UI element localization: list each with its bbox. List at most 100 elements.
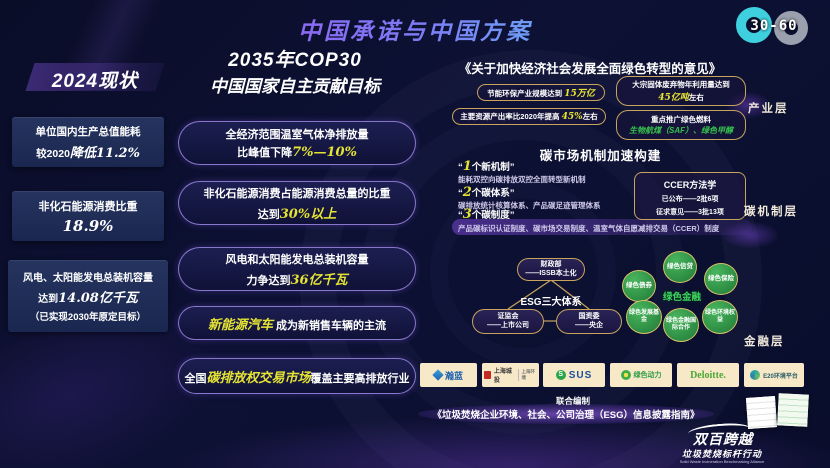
green-finance-circle-fund: 绿色发展基金: [626, 300, 662, 334]
pill-text: 左右: [688, 93, 704, 102]
left-column-header: 2024现状: [51, 71, 139, 92]
logo-text: 30-60: [750, 18, 798, 34]
status-line: 达到14.08亿千瓦: [8, 287, 168, 306]
green-finance-circle-intl: 绿色金融国际合作: [663, 308, 699, 342]
carbon-item-title: “3个碳制度”: [458, 207, 515, 222]
target-accent: 36亿千瓦: [290, 272, 348, 288]
carbon-item-text: 个碳体系”: [471, 188, 515, 199]
target-accent: 7%—10%: [292, 145, 357, 160]
status-accent: 18.9%: [62, 216, 114, 235]
esg-guide-banner: 《垃圾焚烧企业环境、社会、公司治理（ESG）信息披露指南》: [418, 404, 714, 424]
sus-s-icon: S: [555, 370, 566, 380]
status-line: 较2020降低11.2%: [12, 142, 164, 161]
esg-triangle-lines: [507, 279, 590, 322]
industry-section-header: 《关于加快经济社会发展全面绿色转型的意见》: [458, 62, 722, 76]
pill-line: 重点推广绿色燃料: [651, 115, 711, 124]
status-prefix: 达到: [38, 294, 59, 305]
ccer-title: CCER方法学: [663, 180, 717, 190]
status-box-nonfossil-share: 非化石能源消费比重 18.9%: [12, 191, 164, 241]
target-suffix: 覆盖主要高排放行业: [310, 372, 410, 385]
brand-logo-text: 双百跨越: [693, 431, 753, 447]
carbon-item-desc: 能耗双控向碳排放双控全面转型新机制: [458, 175, 586, 184]
green-finance-circle-bonds: 绿色债券: [622, 270, 656, 302]
industry-pill-solid-waste: 大宗固体废弃物年利用量达到 45亿吨左右: [616, 76, 746, 106]
green-finance-circle-credit: 绿色信贷: [663, 251, 697, 283]
middle-header-line2: 中国国家自主贡献目标: [210, 76, 380, 96]
green-finance-circle-insurance: 绿色保险: [704, 263, 738, 295]
target-accent: 30%以上: [279, 206, 337, 222]
highlight-bar-decoration: [452, 219, 752, 235]
quote-mark: “: [458, 188, 463, 199]
brand-english-line: Solid Waste Incineration Benchmarking Al…: [679, 459, 765, 464]
pill-accent: 45亿吨: [658, 93, 689, 103]
target-line: 达到30%以上: [179, 203, 415, 222]
industry-pill-green-fuel: 重点推广绿色燃料 生物航煤（SAF）、绿色甲醇: [616, 110, 746, 140]
ccer-methodology-box: CCER方法学 已公布——2批6项 征求意见——3批13项: [634, 172, 746, 220]
target-line: 风电和太阳能发电总装机容量: [225, 253, 369, 266]
pill-accent: 15万亿: [564, 89, 595, 99]
pill-accent: 45%: [561, 112, 583, 122]
esg-node-csrc: 证监会 ——上市公司: [472, 309, 544, 334]
status-box-wind-solar-capacity: 风电、太阳能发电总装机容量 达到14.08亿千瓦 （已实现2030年原定目标）: [8, 260, 168, 332]
carbon-item-title: “2个碳体系”: [458, 185, 515, 200]
esg-node-org: 财政部: [540, 260, 562, 268]
chengtou-square-icon: [484, 371, 491, 379]
layer-label-carbon-mechanism: 碳机制层: [744, 206, 798, 218]
pill-text: 节能环保产业规模达到: [487, 89, 565, 98]
brand-subtitle: 垃圾焚烧标杆行动: [681, 449, 762, 459]
target-prefix: 达到: [257, 208, 280, 221]
hanlan-diamond-icon: [432, 369, 444, 381]
target-accent: 碳排放权交易市场: [206, 370, 311, 386]
partner-logo-shanghai-chengtou: 上海城投 上海环境: [482, 363, 539, 387]
target-line: 比峰值下降7%—10%: [179, 144, 415, 160]
target-line: 全国碳排放权交易市场覆盖主要高排放行业: [179, 367, 415, 386]
layer-label-industry: 产业层: [748, 103, 789, 115]
status-line: 非化石能源消费比重: [38, 200, 138, 213]
carbon-item-text: 个碳制度”: [471, 210, 515, 221]
status-accent: 14.08亿千瓦: [58, 291, 138, 306]
logo-ring-gray-icon: [774, 11, 808, 45]
divider: [517, 369, 519, 381]
target-prefix: 力争达到: [246, 274, 291, 287]
green-finance-center-label: 绿色金融: [662, 292, 701, 303]
page-title: 中国承诺与中国方案: [0, 12, 830, 46]
target-prefix: 全国: [184, 372, 207, 385]
partner-name: 瀚蓝: [444, 370, 463, 381]
partner-logo-e20: E20环境平台: [744, 363, 804, 387]
esg-node-org: 证监会: [497, 312, 519, 320]
status-note: （已实现2030年原定目标）: [29, 312, 147, 323]
esg-center-label: ESG三大体系: [520, 297, 582, 308]
partner-logo-deloitte: Deloitte.: [677, 363, 739, 387]
esg-node-mof: 财政部 ——ISSB本土化: [517, 258, 585, 281]
middle-header-line1: 2035年COP30: [228, 50, 362, 71]
partner-logo-hanlan: 瀚蓝: [420, 363, 477, 387]
dynagreen-flower-icon: [620, 370, 631, 380]
target-box-wind-solar: 风电和太阳能发电总装机容量 力争达到36亿千瓦: [178, 247, 416, 291]
quote-mark: “: [458, 210, 463, 221]
status-line: 风电、太阳能发电总装机容量: [23, 273, 153, 284]
target-line: 力争达到36亿千瓦: [179, 269, 415, 288]
carbon-item-title: “1个新机制”: [458, 159, 515, 174]
layer-label-finance: 金融层: [744, 336, 785, 348]
logo-ring-cyan-icon: [736, 7, 772, 43]
target-line: 全经济范围温室气体净排放量: [225, 129, 369, 141]
pill-accent-green: 生物航煤（SAF）、绿色甲醇: [629, 126, 733, 135]
esg-node-detail: ——ISSB本土化: [525, 269, 577, 277]
carbon-item-number: 1: [462, 159, 472, 174]
booklet-image: [745, 396, 778, 429]
esg-node-detail: ——上市公司: [487, 321, 529, 329]
pill-line: 大宗固体废弃物年利用量达到: [632, 80, 730, 89]
target-box-ghg-reduction: 全经济范围温室气体净排放量 比峰值下降7%—10%: [178, 121, 416, 165]
ccer-line: 征求意见——3批13项: [656, 209, 724, 216]
partner-subname: 上海环境: [521, 369, 535, 380]
esg-node-org: 国资委: [578, 312, 600, 320]
partner-name: Deloitte.: [690, 369, 726, 381]
logo-30-60: 30-60: [732, 5, 820, 47]
purple-glow-decoration: [170, 415, 830, 468]
carbon-item-text: 个新机制”: [471, 162, 515, 173]
ccer-line: 已公布——2批6项: [661, 196, 719, 203]
booklet-image: [777, 393, 809, 427]
pill-line: 45亿吨左右: [617, 90, 745, 103]
pill-line: 节能环保产业规模达到 15万亿: [478, 86, 604, 99]
